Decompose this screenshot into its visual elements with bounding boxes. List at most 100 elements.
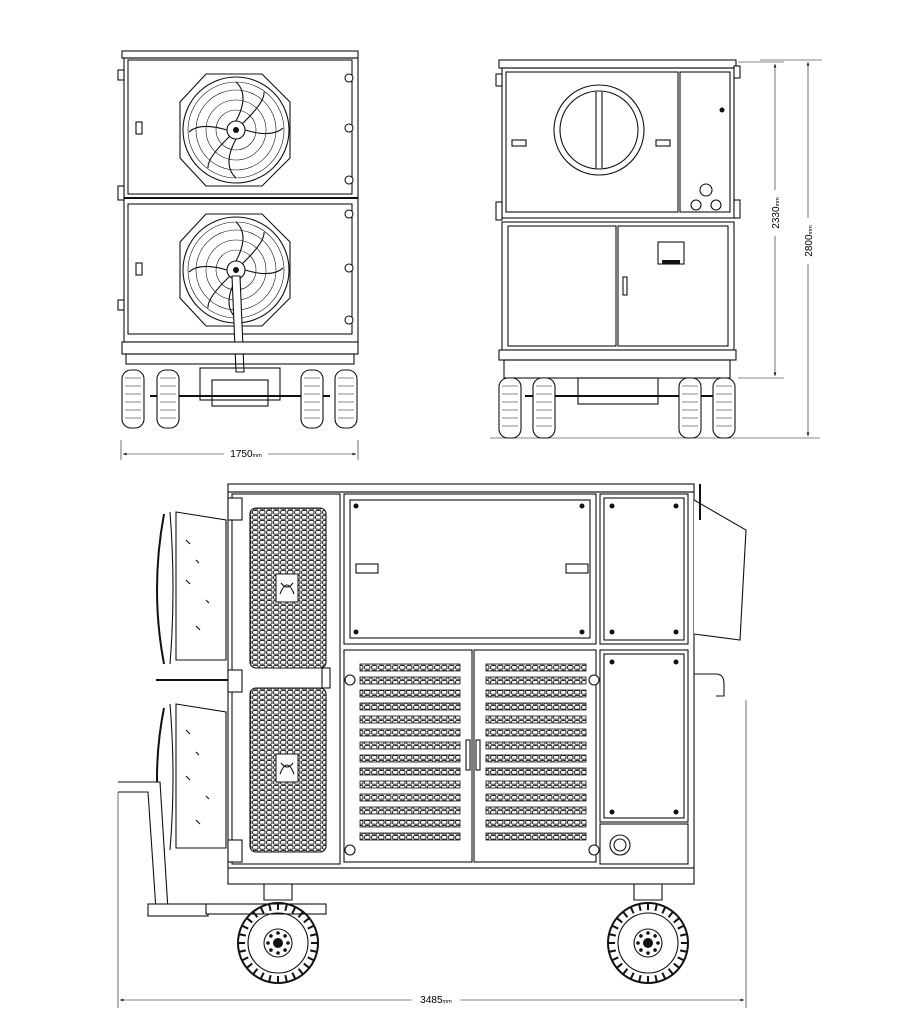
side-tow-bar (118, 781, 209, 917)
louvre-slat (485, 728, 587, 737)
door-fasteners (344, 674, 600, 856)
tread-lug (629, 906, 635, 914)
louvre-slat (359, 676, 461, 685)
dimension-side-length-value: 3485 (420, 995, 443, 1006)
wheel-lug-nut (639, 934, 643, 938)
dimension-total-height-label: 2800mm (804, 225, 815, 257)
tread-lug (673, 962, 680, 969)
wheel-lug-nut (653, 934, 657, 938)
louvre-slat (485, 793, 587, 802)
louvre-slat (359, 793, 461, 802)
wheel-lug-nut (286, 941, 290, 945)
louvre-slat (359, 819, 461, 828)
wheel-lug-nut (266, 941, 270, 945)
wheel-lug-nut (269, 948, 273, 952)
wheel-lug-nut (269, 934, 273, 938)
side-exhaust-hood (693, 499, 747, 641)
louvre-slat (485, 689, 587, 698)
tread-lug (268, 903, 272, 912)
tread-lug (629, 972, 635, 980)
tread-lug (291, 972, 297, 980)
tread-lug (654, 974, 658, 983)
tread-lug (616, 917, 623, 924)
tread-lug (667, 911, 674, 918)
tread-lug (673, 917, 680, 924)
wheel-lug-nut (646, 951, 650, 955)
tread-lug (284, 903, 288, 912)
louvre-slat (485, 767, 587, 776)
tread-lug (661, 906, 667, 914)
tread-lug (238, 949, 247, 953)
upper-right-panel (599, 493, 689, 645)
louvre-slat (359, 728, 461, 737)
tread-lug (307, 924, 315, 930)
condenser-hinges (227, 497, 243, 863)
rear-air-inlet (511, 84, 671, 176)
tread-lug (259, 972, 265, 980)
tread-lug (309, 949, 318, 953)
louvre-slat (485, 832, 587, 841)
louvre-slat (359, 715, 461, 724)
dimension-upper-height-value: 2330 (771, 206, 782, 229)
tread-lug (297, 911, 304, 918)
wheel-lug-nut (656, 941, 660, 945)
dimension-upper-height: 2330mm (738, 61, 784, 379)
side-chassis (227, 867, 695, 885)
tread-lug (611, 956, 619, 962)
wheel-lug-nut (276, 951, 280, 955)
rear-right-door (617, 225, 729, 347)
tread-lug (241, 924, 249, 930)
louvre-slat (359, 767, 461, 776)
louvre-slat (485, 702, 587, 711)
tread-lug (259, 906, 265, 914)
tread-lug (677, 924, 685, 930)
front-wheels (121, 369, 358, 429)
tread-lug (608, 949, 617, 953)
louvre-slat (359, 741, 461, 750)
tread-lug (246, 962, 253, 969)
dimension-upper-height-label: 2330mm (771, 197, 782, 229)
dimension-front-width-value: 1750 (230, 449, 253, 460)
louvre-slat (485, 715, 587, 724)
tread-lug (291, 906, 297, 914)
tread-lug (622, 968, 629, 975)
louvre-slat (485, 676, 587, 685)
dimension-side-length-label: 3485mm (420, 995, 452, 1006)
tread-lug (679, 933, 688, 937)
tread-lug (654, 903, 658, 912)
side-top-cap (227, 483, 695, 493)
tread-lug (611, 924, 619, 930)
wheel-lug-nut (639, 948, 643, 952)
lower-right-panel (599, 649, 689, 823)
louvre-slat (359, 702, 461, 711)
front-chassis (121, 341, 359, 355)
rear-upper-body (501, 67, 735, 219)
louvre-slat (485, 806, 587, 815)
dimension-front-width-unit: mm (253, 453, 263, 459)
wheel-lug-nut (636, 941, 640, 945)
lower-outlet-duct (156, 703, 227, 851)
upper-outlet-duct (156, 511, 227, 665)
louvre-slat (485, 754, 587, 763)
tread-lug (638, 903, 642, 912)
tread-lug (677, 956, 685, 962)
rear-top-cap (498, 59, 737, 69)
louvre-slat (359, 780, 461, 789)
rear-control-panel (622, 107, 725, 296)
tread-lug (297, 968, 304, 975)
tread-lug (284, 974, 288, 983)
side-rear-wheel (607, 902, 689, 984)
tread-lug (667, 968, 674, 975)
dimension-total-height-value: 2800 (804, 234, 815, 257)
louvre-slat (359, 663, 461, 672)
front-view: 1750mm (117, 50, 359, 460)
dimension-upper-height-unit: mm (775, 197, 781, 207)
wheel-lug-nut (283, 948, 287, 952)
tread-lug (252, 968, 259, 975)
rear-left-door (507, 225, 617, 347)
right-louvre-door (473, 649, 597, 863)
dimension-total-height-unit: mm (808, 225, 814, 235)
tread-lug (638, 974, 642, 983)
